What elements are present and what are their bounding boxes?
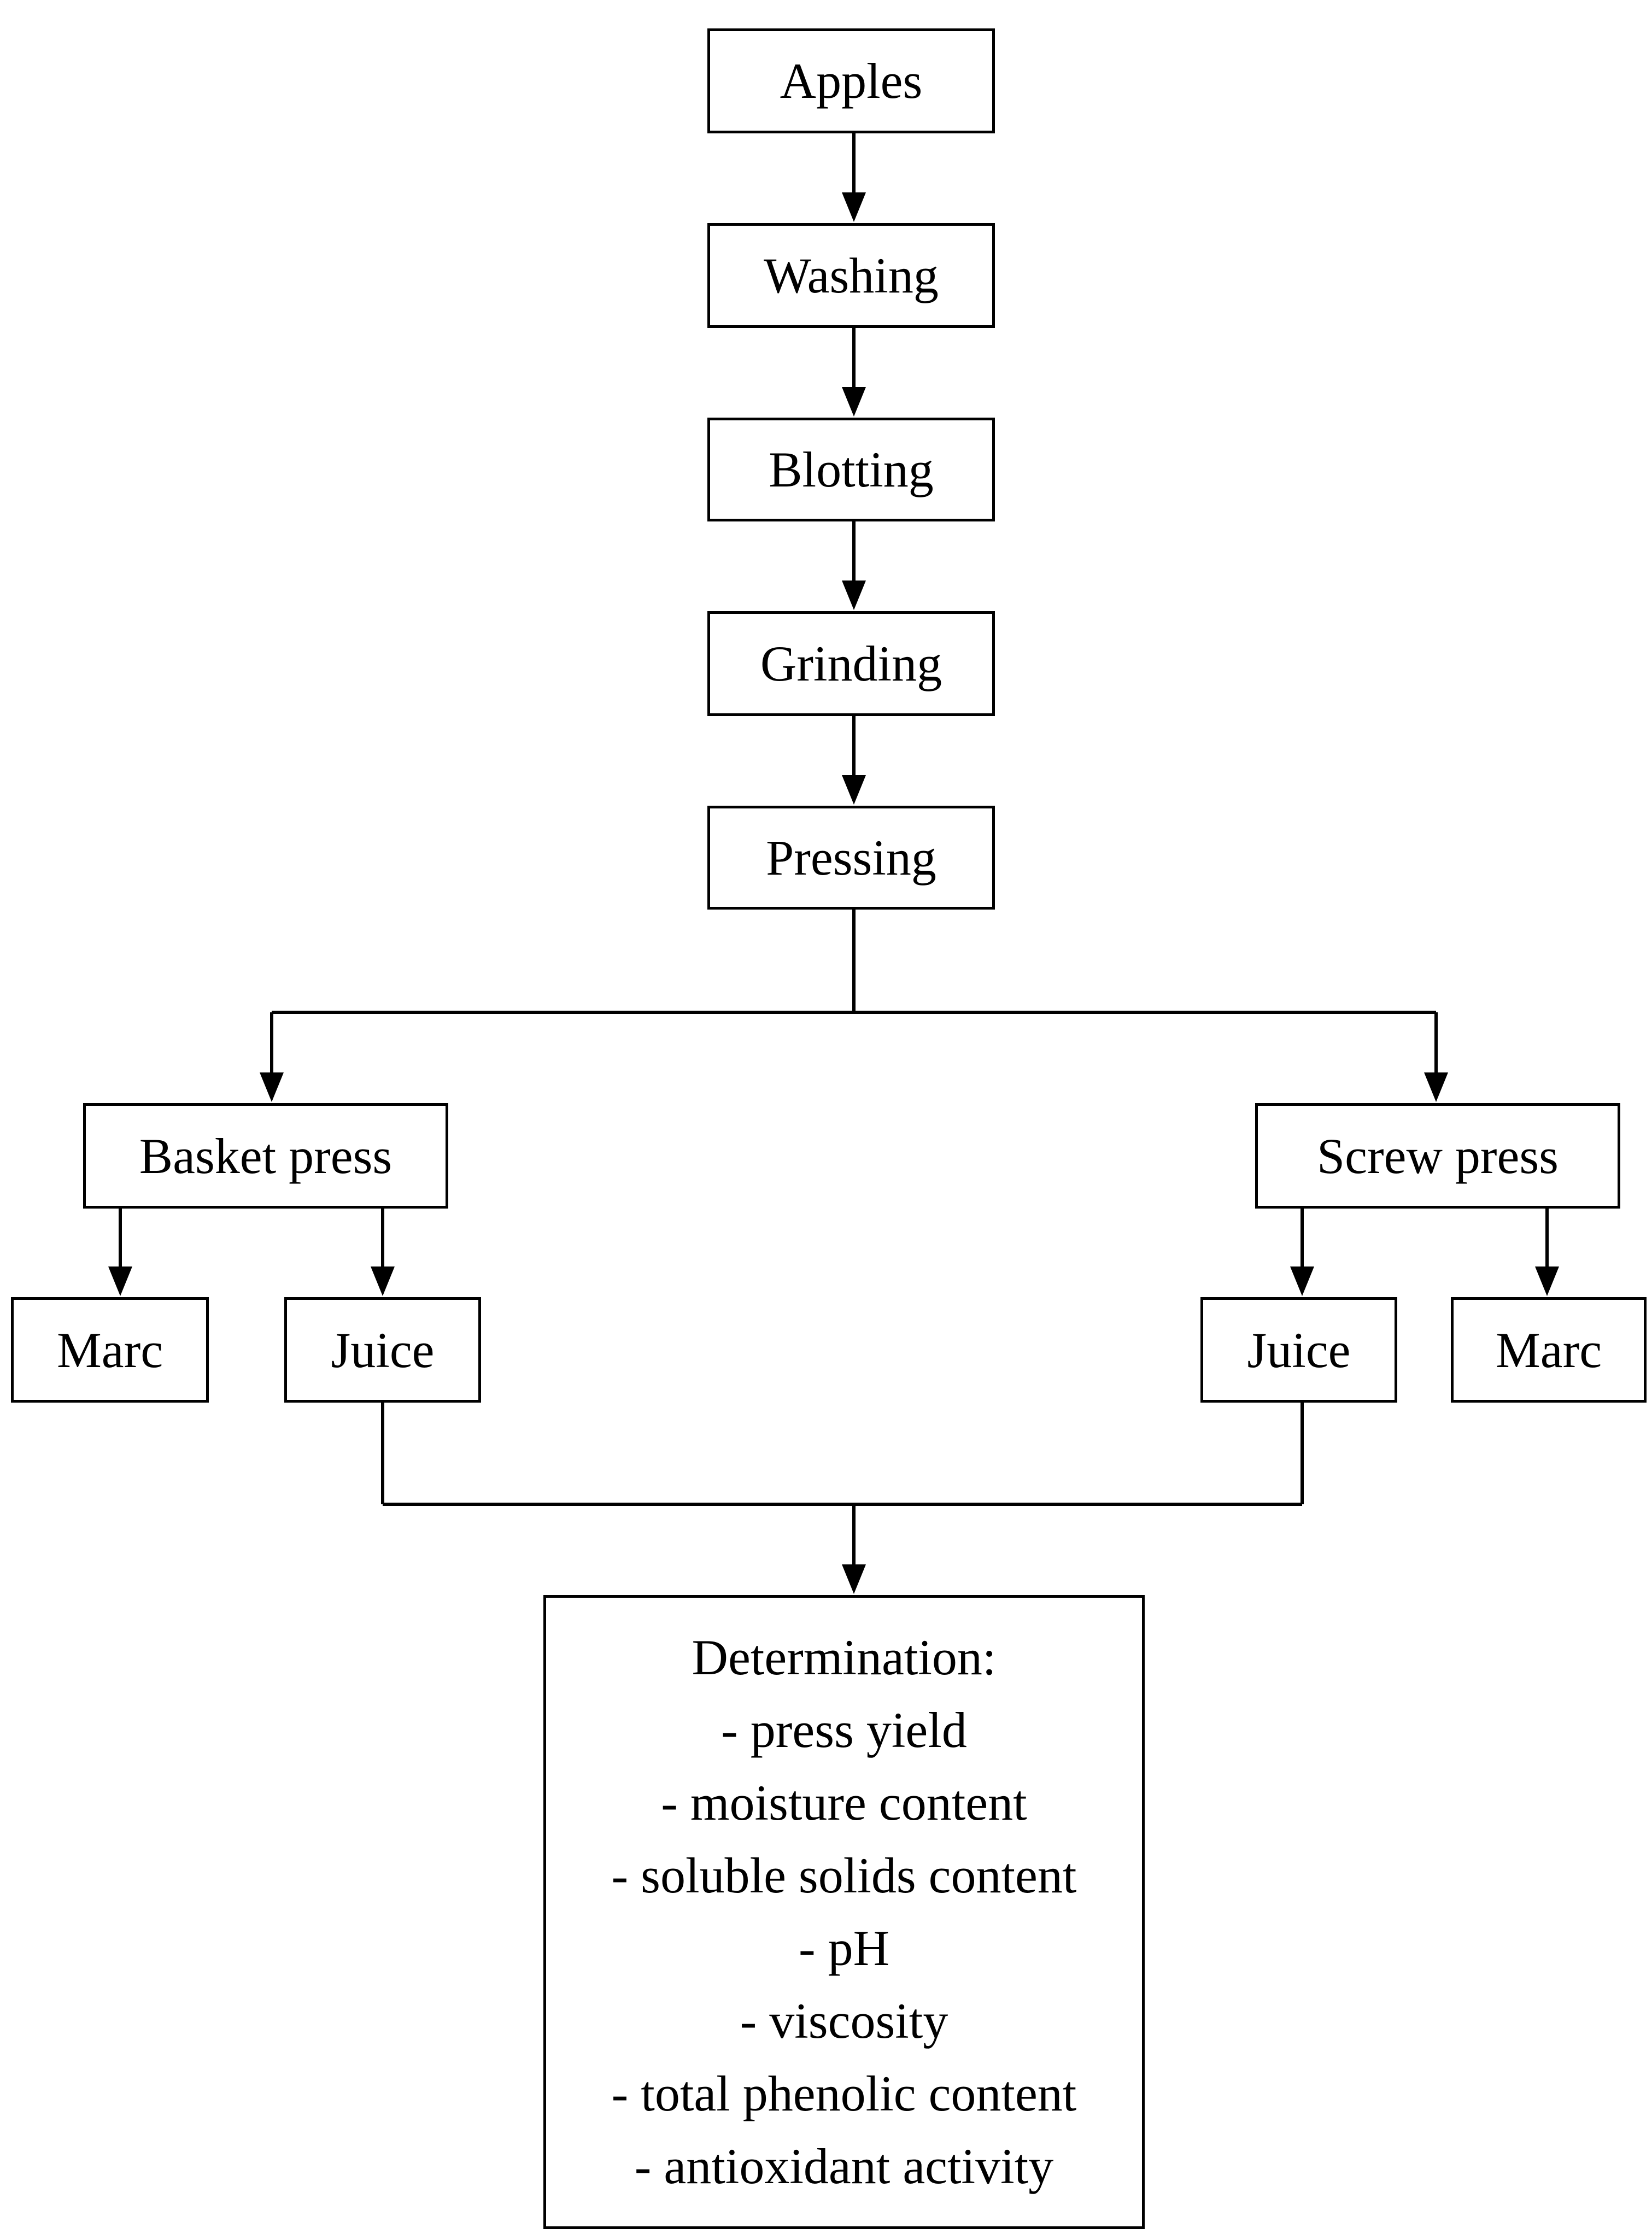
arrowhead-screw-marc bbox=[1535, 1266, 1559, 1296]
step-washing: Washing bbox=[707, 223, 995, 328]
step-blotting: Blotting bbox=[707, 418, 995, 521]
basket-press-label: Basket press bbox=[139, 1128, 393, 1184]
basket-juice-box: Juice bbox=[284, 1297, 481, 1403]
determination-item: - antioxidant activity bbox=[634, 2138, 1054, 2194]
screw-juice-box: Juice bbox=[1200, 1297, 1397, 1403]
step-grinding-label: Grinding bbox=[760, 636, 942, 691]
determination-item: - total phenolic content bbox=[611, 2066, 1077, 2121]
arrowhead-determination bbox=[842, 1564, 866, 1594]
arrowhead-pressing bbox=[842, 775, 866, 805]
determination-item: - viscosity bbox=[740, 1993, 948, 2049]
determination-item: - soluble solids content bbox=[611, 1848, 1077, 1903]
arrowhead-grinding bbox=[842, 581, 866, 610]
basket-juice-label: Juice bbox=[331, 1322, 435, 1378]
step-apples: Apples bbox=[707, 28, 995, 133]
step-grinding: Grinding bbox=[707, 611, 995, 716]
arrowhead-washing bbox=[842, 192, 866, 222]
determination-item: - moisture content bbox=[661, 1775, 1027, 1831]
arrowhead-basket-marc bbox=[108, 1266, 132, 1296]
arrowhead-blotting bbox=[842, 387, 866, 417]
basket-press-box: Basket press bbox=[83, 1103, 448, 1209]
step-washing-label: Washing bbox=[764, 248, 939, 303]
step-pressing-label: Pressing bbox=[766, 830, 936, 886]
screw-press-label: Screw press bbox=[1317, 1128, 1559, 1184]
determination-item: - press yield bbox=[721, 1702, 967, 1758]
step-apples-label: Apples bbox=[780, 53, 923, 109]
screw-press-box: Screw press bbox=[1255, 1103, 1620, 1209]
arrowhead-screw-juice bbox=[1290, 1266, 1314, 1296]
arrowhead-basket-juice bbox=[371, 1266, 395, 1296]
determination-item: - pH bbox=[798, 1920, 890, 1976]
screw-juice-label: Juice bbox=[1247, 1322, 1351, 1378]
basket-marc-label: Marc bbox=[56, 1322, 163, 1378]
screw-marc-box: Marc bbox=[1451, 1297, 1647, 1403]
determination-title: Determination: bbox=[692, 1629, 997, 1685]
determination-box: Determination: - press yield - moisture … bbox=[543, 1595, 1145, 2229]
screw-marc-label: Marc bbox=[1495, 1322, 1602, 1378]
step-blotting-label: Blotting bbox=[769, 442, 934, 497]
arrowhead-screw-press bbox=[1424, 1072, 1448, 1102]
basket-marc-box: Marc bbox=[11, 1297, 209, 1403]
step-pressing: Pressing bbox=[707, 806, 995, 910]
arrowhead-basket-press bbox=[260, 1072, 284, 1102]
